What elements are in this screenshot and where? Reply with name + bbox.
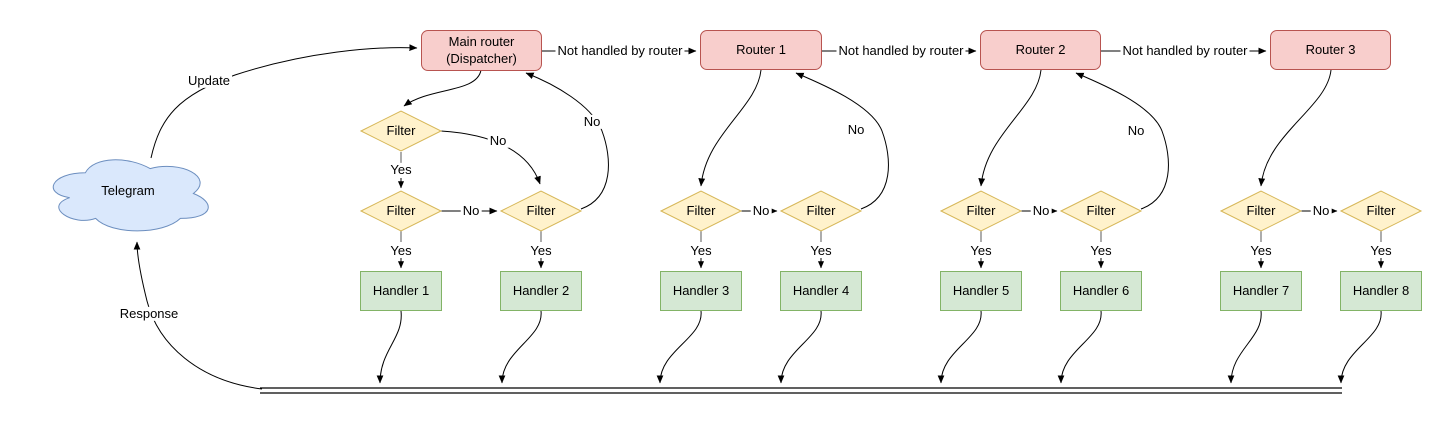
handler-1-node: Handler 1 xyxy=(360,271,442,311)
filter-diamond xyxy=(1059,190,1143,232)
response-edge-label: Response xyxy=(117,305,181,322)
handler2-to-bus-edge xyxy=(498,310,542,384)
not-handled-label-2: Not handled by router xyxy=(836,42,966,59)
handler-8-node: Handler 8 xyxy=(1340,271,1422,311)
handler1-to-bus-edge xyxy=(376,310,402,384)
telegram-cloud-label: Telegram xyxy=(101,182,155,198)
router1-to-filter-edge xyxy=(698,69,762,187)
router-2-node: Router 2 xyxy=(980,30,1101,70)
main-router-label-line2: (Dispatcher) xyxy=(446,50,517,66)
filter-label: Filter xyxy=(1366,202,1396,218)
router-1-node: Router 1 xyxy=(700,30,822,70)
handler-6-node: Handler 6 xyxy=(1060,271,1142,311)
handler-3-node: Handler 3 xyxy=(660,271,742,311)
router3-to-filter-edge xyxy=(1258,69,1332,187)
main-router-label-line1: Main router xyxy=(448,34,515,50)
filter-diamond xyxy=(779,190,863,232)
update-edge-label: Update xyxy=(186,72,232,89)
yes-label: Yes xyxy=(688,242,714,259)
telegram-cloud-shape xyxy=(52,159,209,232)
no-label: No xyxy=(1030,202,1052,219)
filter-label: Filter xyxy=(1246,202,1276,218)
handler-5-node: Handler 5 xyxy=(940,271,1022,311)
yes-label: Yes xyxy=(388,242,414,259)
handler6-to-bus-edge xyxy=(1057,310,1102,384)
filter-label: Filter xyxy=(386,202,416,218)
router-3-label: Router 3 xyxy=(1305,41,1356,57)
handler-6-label: Handler 6 xyxy=(1072,282,1130,298)
handler3-to-bus-edge xyxy=(656,310,702,384)
yes-label: Yes xyxy=(388,161,414,178)
yes-label: Yes xyxy=(808,242,834,259)
handler5-to-bus-edge xyxy=(937,310,982,384)
yes-label: Yes xyxy=(528,242,554,259)
handler-7-node: Handler 7 xyxy=(1220,271,1302,311)
no-label: No xyxy=(750,202,772,219)
yes-label: Yes xyxy=(968,242,994,259)
filter-diamond xyxy=(499,190,583,232)
update-edge xyxy=(150,44,418,159)
no-return-to-router1-edge xyxy=(795,72,889,210)
handler-2-label: Handler 2 xyxy=(512,282,570,298)
filter-label: Filter xyxy=(686,202,716,218)
no-label: No xyxy=(845,121,867,138)
no-label: No xyxy=(581,113,603,130)
no-label: No xyxy=(487,132,509,149)
handler-8-label: Handler 8 xyxy=(1352,282,1410,298)
filter-diamond xyxy=(1339,190,1423,232)
yes-label: Yes xyxy=(1368,242,1394,259)
dispatcher-to-filter-edge xyxy=(403,69,482,107)
filter-label: Filter xyxy=(806,202,836,218)
filter-diamond xyxy=(939,190,1023,232)
no-return-to-dispatcher-edge xyxy=(525,72,609,210)
router-3-node: Router 3 xyxy=(1270,30,1391,70)
handler-3-label: Handler 3 xyxy=(672,282,730,298)
filter-label: Filter xyxy=(966,202,996,218)
handler4-to-bus-edge xyxy=(777,310,822,384)
filter-label: Filter xyxy=(526,202,556,218)
filter-label: Filter xyxy=(1086,202,1116,218)
router-1-label: Router 1 xyxy=(736,41,786,57)
yes-label: Yes xyxy=(1248,242,1274,259)
yes-label: Yes xyxy=(1088,242,1114,259)
handler-7-label: Handler 7 xyxy=(1232,282,1290,298)
no-return-to-router2-edge xyxy=(1075,72,1169,210)
filter-diamond xyxy=(359,110,443,152)
handler8-to-bus-edge xyxy=(1337,310,1382,384)
no-label: No xyxy=(1310,202,1332,219)
handler-2-node: Handler 2 xyxy=(500,271,582,311)
main-router-node: Main router (Dispatcher) xyxy=(421,30,542,71)
handler7-to-bus-edge xyxy=(1227,310,1262,384)
filter-diamond xyxy=(659,190,743,232)
handler-5-label: Handler 5 xyxy=(952,282,1010,298)
no-label: No xyxy=(460,202,482,219)
filter-label: Filter xyxy=(386,122,416,138)
handler-4-node: Handler 4 xyxy=(780,271,862,311)
filter-diamond xyxy=(359,190,443,232)
not-handled-label-1: Not handled by router xyxy=(555,42,685,59)
no-label: No xyxy=(1125,122,1147,139)
filter-diamond xyxy=(1219,190,1303,232)
handler-1-label: Handler 1 xyxy=(372,282,430,298)
not-handled-label-3: Not handled by router xyxy=(1120,42,1250,59)
router2-to-filter-edge xyxy=(978,69,1042,187)
handler-4-label: Handler 4 xyxy=(792,282,850,298)
router-2-label: Router 2 xyxy=(1015,41,1066,57)
